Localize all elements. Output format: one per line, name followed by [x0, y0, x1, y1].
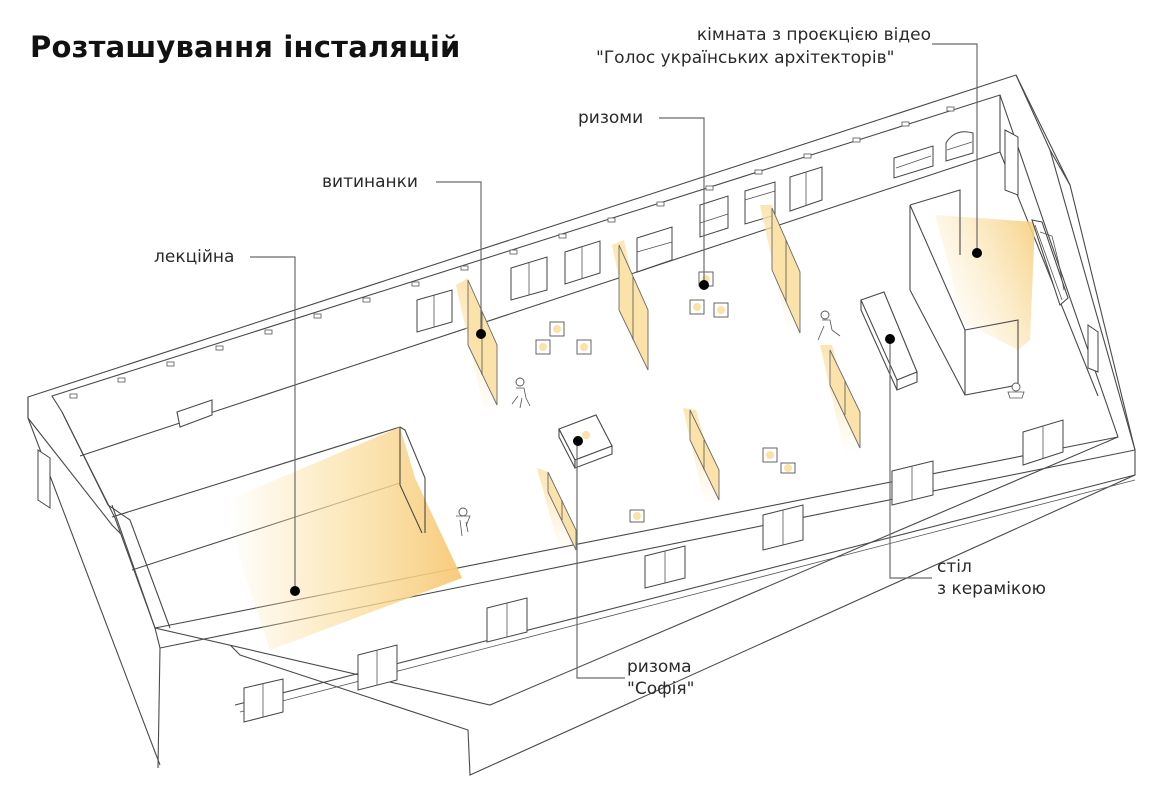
right-end-inner	[1049, 149, 1071, 186]
back-wall-base	[79, 151, 1001, 457]
cube	[713, 302, 729, 318]
page-title: Розташування інсталяцій	[30, 30, 461, 64]
window-icon	[510, 256, 548, 301]
label-vytynanky: витинанки	[322, 172, 418, 192]
leader-lecture	[250, 256, 296, 590]
window-icon	[243, 678, 284, 723]
leader-video	[932, 43, 978, 253]
right-wall-base	[999, 95, 1099, 397]
marker-dot-icon	[290, 586, 300, 596]
people	[456, 310, 1025, 537]
ac-unit-icon	[176, 399, 213, 428]
person-icon	[817, 310, 841, 341]
left-end-window	[37, 449, 51, 509]
panel	[683, 408, 722, 505]
window-icon	[644, 545, 686, 589]
label-sofia-line2: "Софія"	[627, 679, 695, 699]
panel	[456, 278, 498, 415]
marker-dot-icon	[476, 329, 486, 339]
marker-dot-icon	[573, 436, 583, 446]
leader-vytynanky	[436, 181, 482, 334]
vents	[69, 106, 955, 399]
person-icon	[511, 377, 531, 409]
panel	[820, 345, 862, 455]
window-icon	[636, 226, 673, 273]
window-icon	[762, 504, 804, 551]
marker-dot-icon	[972, 248, 982, 258]
panel	[537, 468, 577, 552]
window-icon	[891, 460, 934, 506]
left-end-wall	[27, 397, 161, 766]
left-end-inner	[61, 411, 171, 629]
window-icon	[357, 644, 398, 691]
window-icon	[893, 145, 934, 179]
lecture-screen-side	[399, 427, 423, 534]
person-icon	[1007, 382, 1025, 399]
panel	[760, 205, 801, 335]
window-icon	[486, 597, 528, 643]
cube	[762, 447, 778, 463]
label-rhizomes: ризоми	[578, 108, 644, 128]
projector-icon	[1031, 219, 1069, 306]
cube	[629, 509, 645, 523]
window-icon	[1022, 419, 1064, 466]
cube	[780, 462, 796, 474]
vytynanky-panels	[456, 205, 862, 552]
front-windows	[243, 419, 1064, 723]
markers	[290, 248, 982, 596]
label-video-room: кімната з проєкцією відео	[697, 24, 931, 46]
window-icon	[789, 166, 823, 212]
label-ceramics-line2: з керамікою	[937, 579, 1046, 599]
window-icon	[564, 240, 601, 285]
label-sofia-line1: ризома	[627, 657, 692, 677]
person-icon	[456, 507, 471, 537]
left-corner	[111, 504, 161, 769]
window-icon	[416, 289, 453, 333]
lecture-screen-wall	[399, 426, 426, 533]
marker-dot-icon	[699, 280, 709, 290]
window-icon	[699, 195, 729, 238]
window-icon	[945, 131, 974, 162]
label-lecture-hall: лекційна	[154, 247, 235, 267]
label-sofia: ризома "Софія"	[627, 656, 694, 700]
label-video-room-line1: кімната з проєкцією відео	[696, 25, 931, 45]
cube	[549, 321, 565, 337]
back-windows	[416, 131, 974, 333]
label-video-room-line2: "Голос українських архітекторів"	[596, 48, 895, 68]
lecture-stage-edge	[111, 426, 401, 518]
right-wall-windows	[1004, 129, 1099, 373]
cube	[576, 339, 592, 355]
video-room	[909, 189, 1069, 396]
cube	[689, 299, 705, 315]
label-ceramics: стіл з керамікою	[937, 556, 1046, 600]
leader-ceramics	[889, 338, 932, 579]
label-ceramics-line1: стіл	[937, 557, 972, 577]
leader-rhizomes	[659, 117, 705, 285]
leader-sofia	[576, 440, 625, 679]
cube	[535, 339, 551, 355]
lecture-hall-light	[228, 427, 462, 650]
leader-lines	[250, 43, 978, 679]
panel	[612, 240, 652, 371]
sofia-platform	[558, 414, 613, 469]
marker-dot-icon	[885, 334, 895, 344]
